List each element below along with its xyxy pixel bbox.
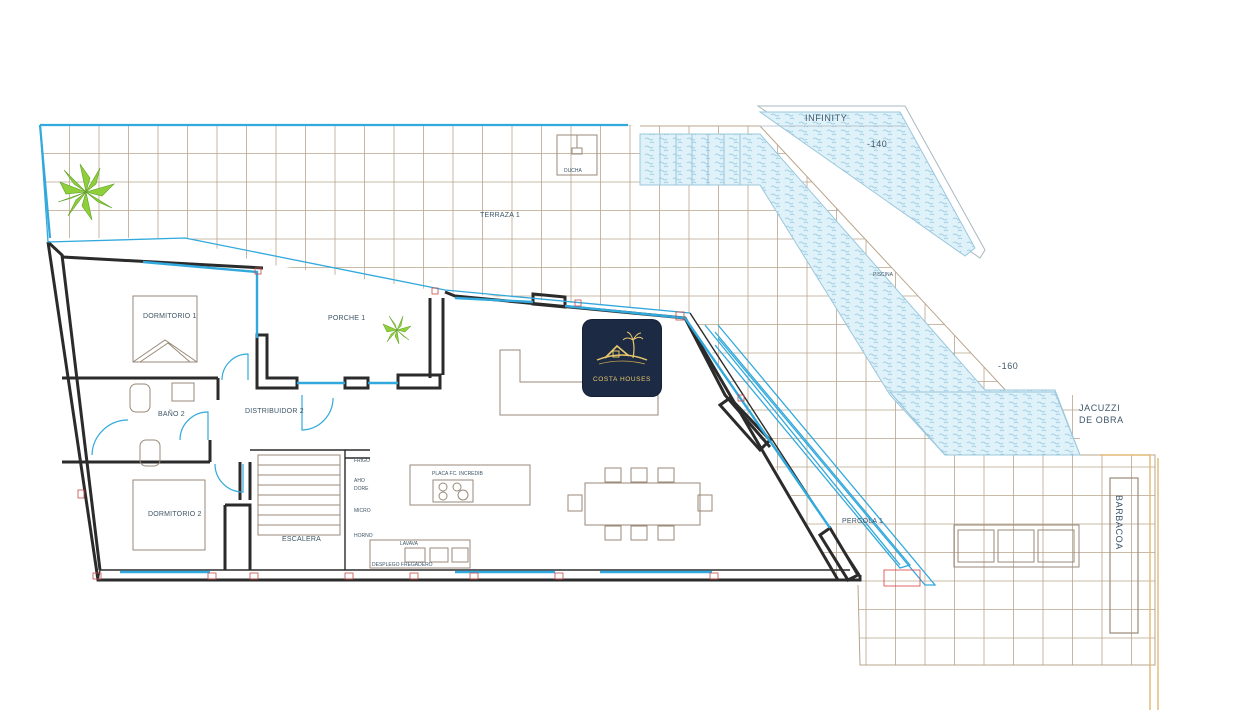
glazing <box>39 124 937 586</box>
label-dormitorio-1: DORMITORIO 1 <box>143 313 197 320</box>
label-bano-2: BAÑO 2 <box>158 409 185 418</box>
label-infinity: INFINITY <box>805 113 847 123</box>
label-dore: DORE <box>354 486 369 492</box>
label-distribuidor-2: DISTRIBUIDOR 2 <box>245 408 304 415</box>
label-pergola-1: PERGOLA 1 <box>842 518 883 525</box>
label-horno: HORNO <box>354 533 373 539</box>
label-porche-1: PORCHE 1 <box>328 315 365 322</box>
label-lavava: LAVAVA <box>400 541 419 547</box>
label-fregadero: DESPLEGO FREGADERO <box>372 562 433 568</box>
label-ducha: DUCHA <box>564 168 582 174</box>
label-piscina: PISCINA <box>873 272 894 278</box>
label-de-obra: DE OBRA <box>1079 415 1124 425</box>
label-escalera: ESCALERA <box>282 536 321 543</box>
label-dormitorio-2: DORMITORIO 2 <box>148 511 202 518</box>
label-aho: AHO <box>354 478 365 484</box>
kitchen-labels: FRIGO AHO DORE MICRO HORNO LAVAVA PLACA … <box>354 458 484 568</box>
room-labels: TERRAZA 1 PORCHE 1 DORMITORIO 1 DORMITOR… <box>143 113 1124 550</box>
label-terraza-1: TERRAZA 1 <box>480 212 520 219</box>
label-frigo: FRIGO <box>354 458 370 464</box>
label-barbacoa: BARBACOA <box>1114 495 1124 550</box>
doors <box>91 353 334 493</box>
label-jacuzzi: JACUZZI <box>1079 403 1120 413</box>
depth-bottom: -160 <box>998 361 1018 371</box>
logo-brand-text: COSTA HOUSES <box>592 376 651 383</box>
label-placa: PLACA FC. INCREDIB <box>432 471 484 477</box>
pool <box>639 105 1081 456</box>
house-palm-logo-icon <box>596 331 648 365</box>
costa-houses-logo: COSTA HOUSES <box>583 320 661 396</box>
depth-top: -140 <box>867 139 887 149</box>
palm-plant-icon <box>382 315 412 345</box>
label-micro: MICRO <box>354 508 371 514</box>
red-markers <box>77 267 745 580</box>
palm-plant-icon <box>57 163 116 221</box>
